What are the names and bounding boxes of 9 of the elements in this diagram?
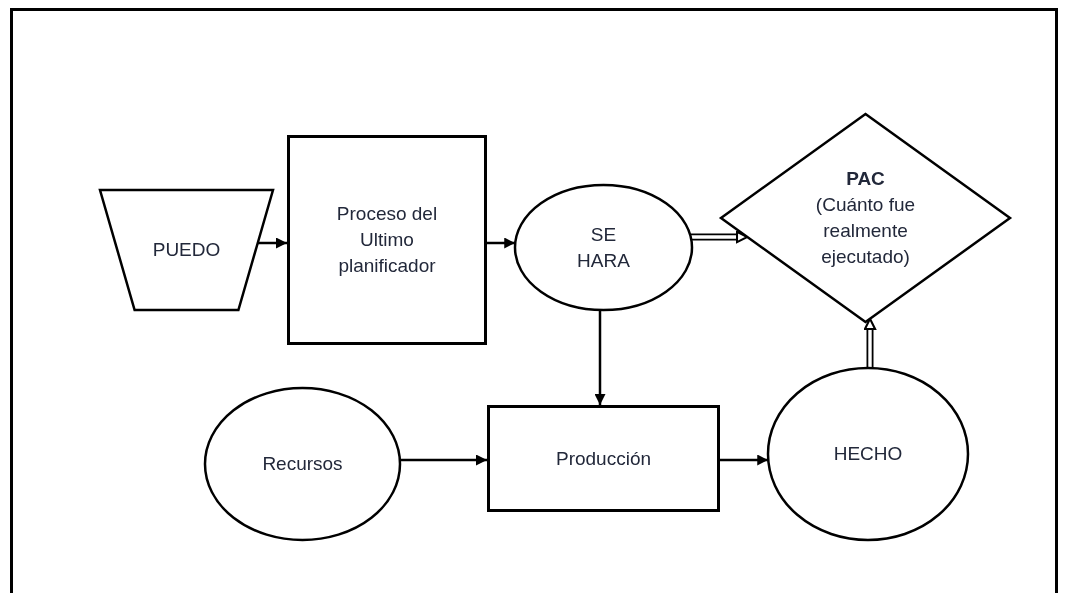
arrow — [594, 309, 606, 405]
arrow — [399, 454, 487, 466]
node-label: Proceso del Ultimo planificador — [335, 202, 439, 278]
process-box — [287, 135, 487, 345]
arrow — [863, 317, 877, 368]
arrow — [720, 454, 769, 466]
arrow — [487, 237, 516, 249]
process-box — [487, 405, 720, 512]
node-label: Producción — [555, 446, 652, 471]
